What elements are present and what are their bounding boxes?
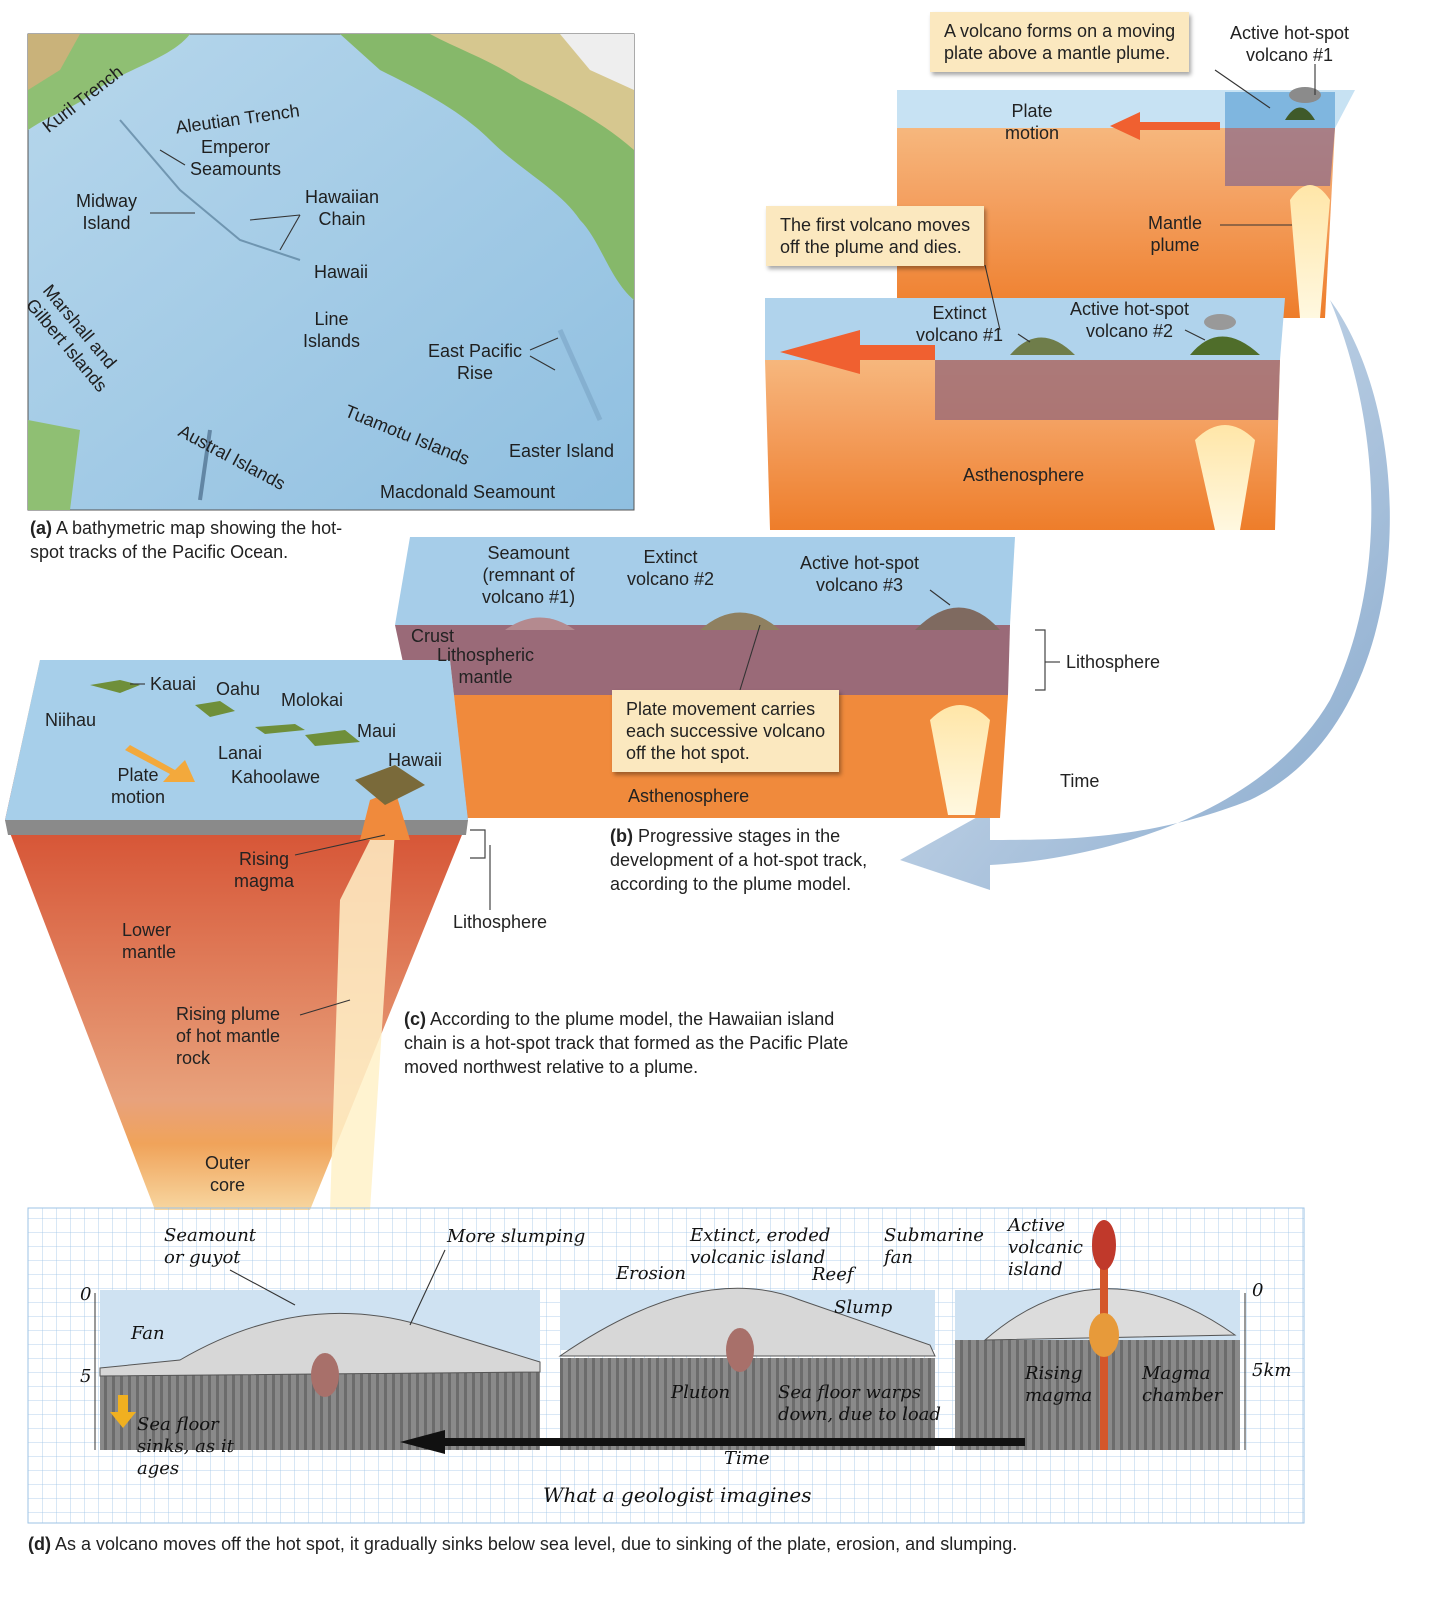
label-extinct-volcano-1: Extinct volcano #1 [916,303,1004,345]
map-label-easter-island: Easter Island [509,441,615,461]
map-label-midway-island: Midway Island [76,191,138,233]
caption-d-letter: (d) [28,1534,51,1554]
label-seamount-guyot: Seamount or guyot [164,1225,257,1268]
label-molokai: Molokai [281,690,344,710]
map-label-emperor-seamounts: Emperor Seamounts [190,137,282,179]
caption-a-text: A bathymetric map showing the hot-spot t… [30,518,343,562]
label-niihau: Niihau [45,710,97,730]
label-oahu: Oahu [216,679,261,699]
label-plate-motion-c: Plate motion [111,765,166,807]
caption-a-letter: (a) [30,518,52,538]
label-rising-magma-c: Rising magma [234,849,295,891]
map-label-hawaii: Hawaii [314,262,369,282]
map-label-hawaiian-chain: Hawaiian Chain [305,187,380,229]
label-rising-plume: Rising plume of hot mantle rock [176,1004,281,1068]
label-reef: Reef [812,1264,854,1285]
label-time-d: Time [724,1448,770,1469]
label-asthenosphere-bottom: Asthenosphere [628,786,750,806]
caption-c: (c) According to the plume model, the Ha… [404,1007,854,1079]
caption-a: (a) A bathymetric map showing the hot-sp… [30,516,370,564]
map-label-line-islands: Line Islands [303,309,361,351]
label-crust: Crust [411,626,455,646]
label-active-volcano-1: Active hot-spot volcano #1 [1230,23,1350,65]
label-submarine-fan: Submarine fan [884,1225,984,1268]
label-rising-magma-d: Rising magma [1025,1363,1093,1406]
label-kahoolawe: Kahoolawe [231,767,321,787]
label-pluton: Pluton [671,1382,731,1403]
label-mantle-plume: Mantle plume [1148,213,1203,255]
label-extinct-island: Extinct, eroded volcanic island [690,1225,831,1268]
label-hawaii-island: Hawaii [388,750,443,770]
label-lower-mantle: Lower mantle [122,920,177,962]
label-maui: Maui [357,721,397,741]
label-lithosphere-b: Lithosphere [1066,652,1161,672]
tick-5km-right: 5km [1252,1360,1292,1381]
label-kauai: Kauai [150,674,197,694]
tick-0-left: 0 [80,1284,92,1305]
label-plate-motion-b: Plate motion [1005,101,1060,143]
label-erosion: Erosion [616,1263,687,1284]
map-label-east-pacific-rise: East Pacific Rise [428,341,523,383]
label-active-volcano-2: Active hot-spot volcano #2 [1070,299,1190,341]
caption-b-letter: (b) [610,826,633,846]
label-active-volcano-3: Active hot-spot volcano #3 [800,553,920,595]
tick-5-left: 5 [80,1366,92,1387]
label-magma-chamber: Magma chamber [1142,1363,1223,1406]
label-asthenosphere-middle: Asthenosphere [963,465,1085,485]
caption-d: (d) As a volcano moves off the hot spot,… [28,1532,1428,1556]
label-slump: Slump [834,1297,893,1318]
caption-c-letter: (c) [404,1009,426,1029]
caption-b-text: Progressive stages in the development of… [610,826,868,894]
caption-d-text: As a volcano moves off the hot spot, it … [55,1534,1018,1554]
caption-b: (b) Progressive stages in the developmen… [610,824,910,896]
label-geologist-imagines: What a geologist imagines [543,1483,812,1507]
label-time-arrow: Time [1060,771,1100,791]
label-fan: Fan [131,1323,165,1344]
label-seamount-remnant: Seamount (remnant of volcano #1) [482,543,576,607]
callout-plate-movement: Plate movement carries each successive v… [612,690,840,772]
callout-first-volcano-dies: The first volcano moves off the plume an… [766,206,985,266]
label-sea-floor-sinks: Sea floor sinks, as it ages [137,1414,234,1479]
caption-c-text: According to the plume model, the Hawaii… [404,1009,849,1077]
label-more-slumping: More slumping [447,1226,586,1247]
label-lithospheric-mantle: Lithospheric mantle [437,645,535,687]
tick-0-right: 0 [1252,1280,1264,1301]
label-lithosphere-c: Lithosphere [453,912,548,932]
callout-volcano-forms: A volcano forms on a moving plate above … [930,12,1190,72]
label-sea-floor-warps: Sea floor warps down, due to load [778,1382,941,1425]
label-extinct-volcano-2: Extinct volcano #2 [627,547,715,589]
map-label-macdonald-seamount: Macdonald Seamount [380,482,556,502]
label-outer-core: Outer core [205,1153,251,1195]
label-active-island: Active volcanic island [1008,1215,1084,1280]
label-lanai: Lanai [218,743,263,763]
